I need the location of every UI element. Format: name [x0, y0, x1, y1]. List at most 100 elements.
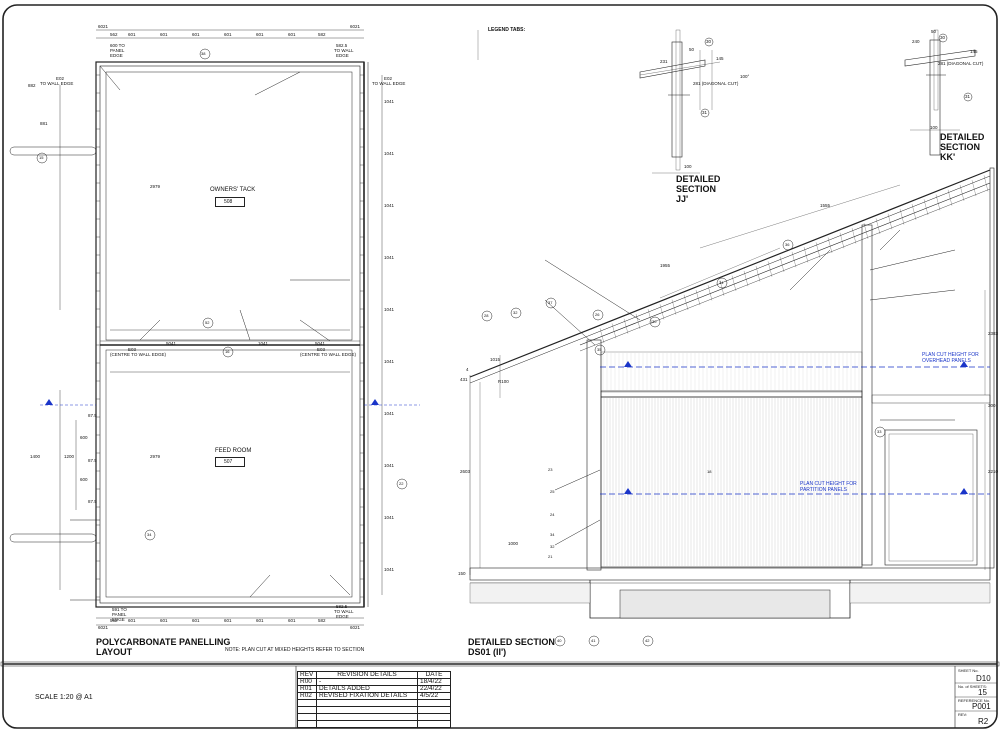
- jj-note: 281 (DIAGONAL CUT): [693, 81, 739, 86]
- jj-dim-0: 50: [689, 47, 695, 52]
- section-callout: 35: [597, 347, 602, 352]
- plan-top-dim: 601: [192, 32, 200, 37]
- dim-top2-1: PANEL: [110, 48, 125, 53]
- detail-jj: [639, 29, 721, 174]
- plan-view: [9, 29, 420, 626]
- section-callout: 30: [652, 319, 657, 324]
- jj-dim-2: 145: [716, 56, 724, 61]
- plan-right-dim: 1041: [384, 567, 395, 572]
- plan-top-dim: 562: [110, 32, 118, 37]
- revision-row: R02 REVISED FIXATION DETAILS 4/5/22: [297, 692, 451, 700]
- dim-mid-0: 87.5: [88, 413, 97, 418]
- plan-top-dim: 6021: [350, 24, 361, 29]
- plan-right-dim: 1041: [384, 463, 395, 468]
- plan-title-line2: LAYOUT: [96, 647, 133, 657]
- section-callout: 36: [785, 242, 790, 247]
- section-label: 23: [548, 467, 553, 472]
- revision-table: REV REVISION DETAILS DATE R00 - 18/4/22 …: [297, 671, 451, 728]
- dim-center-0: 5041: [166, 341, 177, 346]
- sheet-no: D10: [976, 674, 991, 683]
- dim-bottom-right-0: 582.5: [336, 604, 348, 609]
- kk-title-2: SECTION: [940, 142, 981, 152]
- plan-bottom-dim: 562: [110, 618, 118, 623]
- callout-plan-4: 52: [205, 320, 210, 325]
- ref-no: P001: [972, 702, 991, 711]
- plan-bottom-dim: 582: [318, 618, 326, 623]
- e03a-0: E03: [128, 347, 137, 352]
- plan-top-dim: 582: [318, 32, 326, 37]
- jj-dim-4: 31: [702, 110, 708, 115]
- dim-left-881: 881: [40, 121, 48, 126]
- plan-cut-partition-0: PLAN CUT HEIGHT FOR: [800, 481, 857, 487]
- plan-cut-overhead-1: OVERHEAD PANELS: [922, 358, 971, 364]
- plan-right-dim: 1041: [384, 515, 395, 520]
- callout-plan-3: 16: [225, 349, 230, 354]
- dim-top-right-0: 582.5: [336, 43, 348, 48]
- section-label: 34: [550, 532, 555, 537]
- rev-date-cell: 4/5/22: [417, 692, 451, 700]
- plan-top-dim: 601: [160, 32, 168, 37]
- e02-right-0: E02: [384, 76, 393, 81]
- rev-details-cell: REVISED FIXATION DETAILS: [316, 692, 418, 700]
- plan-right-dim: 1041: [384, 307, 395, 312]
- legend-heading: LEGEND TABS:: [488, 27, 526, 33]
- plan-bottom-dim: 6021: [350, 625, 361, 630]
- sec-dim-1955: 1955: [660, 263, 671, 268]
- dim-top-right-1: TO WALL: [334, 48, 354, 53]
- plan-top-dim: 6021: [98, 24, 109, 29]
- e02-left-0: E02: [56, 76, 65, 81]
- detail-kk: [904, 29, 976, 156]
- dim-bottom-right-2: EDGE: [336, 614, 349, 619]
- feed-room-label: FEED ROOM: [215, 448, 252, 454]
- revision-row-empty: [297, 699, 451, 707]
- owners-tack-box: 508: [215, 197, 245, 207]
- sec-dim-300: 300: [988, 403, 996, 408]
- e03a-1: (CENTRE TO WALL EDGE): [110, 352, 167, 357]
- dim-bottom-left-1: PANEL: [112, 612, 127, 617]
- dim-mid-3: 600: [80, 477, 88, 482]
- section-view: [469, 167, 995, 647]
- sheets-label: No. of SHEETS:: [958, 684, 987, 689]
- callout-plan-5: 34: [147, 532, 152, 537]
- kk-title-1: DETAILED: [940, 132, 985, 142]
- sec-dim-left-4: 150: [458, 571, 466, 576]
- jj-title-3: JJ': [676, 194, 689, 204]
- feed-room-number: 507: [224, 458, 233, 465]
- section-callout: 40: [557, 638, 562, 643]
- section-callout: 42: [645, 638, 650, 643]
- sec-dim-left-3: 1015: [490, 357, 501, 362]
- plan-cut-overhead-0: PLAN CUT HEIGHT FOR: [922, 352, 979, 358]
- dim-bottom-left-0: 591 TO: [112, 607, 127, 612]
- scale-label: SCALE 1:20 @ A1: [35, 694, 93, 701]
- section-callout: 34: [719, 280, 724, 285]
- dim-2979a: 2979: [150, 184, 161, 189]
- sec-dim-1000: 1000: [508, 541, 519, 546]
- plan-right-dim: 1041: [384, 151, 395, 156]
- revision-row-empty: [297, 706, 451, 714]
- section-title-1: DETAILED SECTION: [468, 637, 555, 647]
- plan-top-dim: 601: [288, 32, 296, 37]
- dim-mid-4: 87.5: [88, 499, 97, 504]
- plan-right-dim: 1041: [384, 411, 395, 416]
- jj-angle: 100°: [740, 74, 750, 79]
- dim-2979b: 2979: [150, 454, 161, 459]
- section-callout: 26: [595, 312, 600, 317]
- revision-row-empty: [297, 720, 451, 728]
- rev-no: R2: [978, 717, 989, 726]
- plan-cut-partition-1: PARTITION PANELS: [800, 487, 847, 493]
- sheet-border: [2, 4, 998, 729]
- jj-title-2: SECTION: [676, 184, 717, 194]
- sec-dim-2383: 2383: [988, 331, 999, 336]
- sheets-count: 15: [978, 688, 987, 697]
- kk-dim-0: 50: [931, 29, 937, 34]
- plan-right-dim: 1041: [384, 255, 395, 260]
- plan-bottom-dim: 601: [256, 618, 264, 623]
- plan-top-dim: 601: [224, 32, 232, 37]
- kk-dim-4: 31: [965, 94, 971, 99]
- kk-dim-1: 240: [912, 39, 920, 44]
- dim-left-882: 882: [28, 83, 36, 88]
- kk-dim-5: 100: [930, 125, 938, 130]
- plan-bottom-dim: 601: [224, 618, 232, 623]
- owners-tack-number: 508: [224, 198, 233, 205]
- plan-top-dim: 601: [256, 32, 264, 37]
